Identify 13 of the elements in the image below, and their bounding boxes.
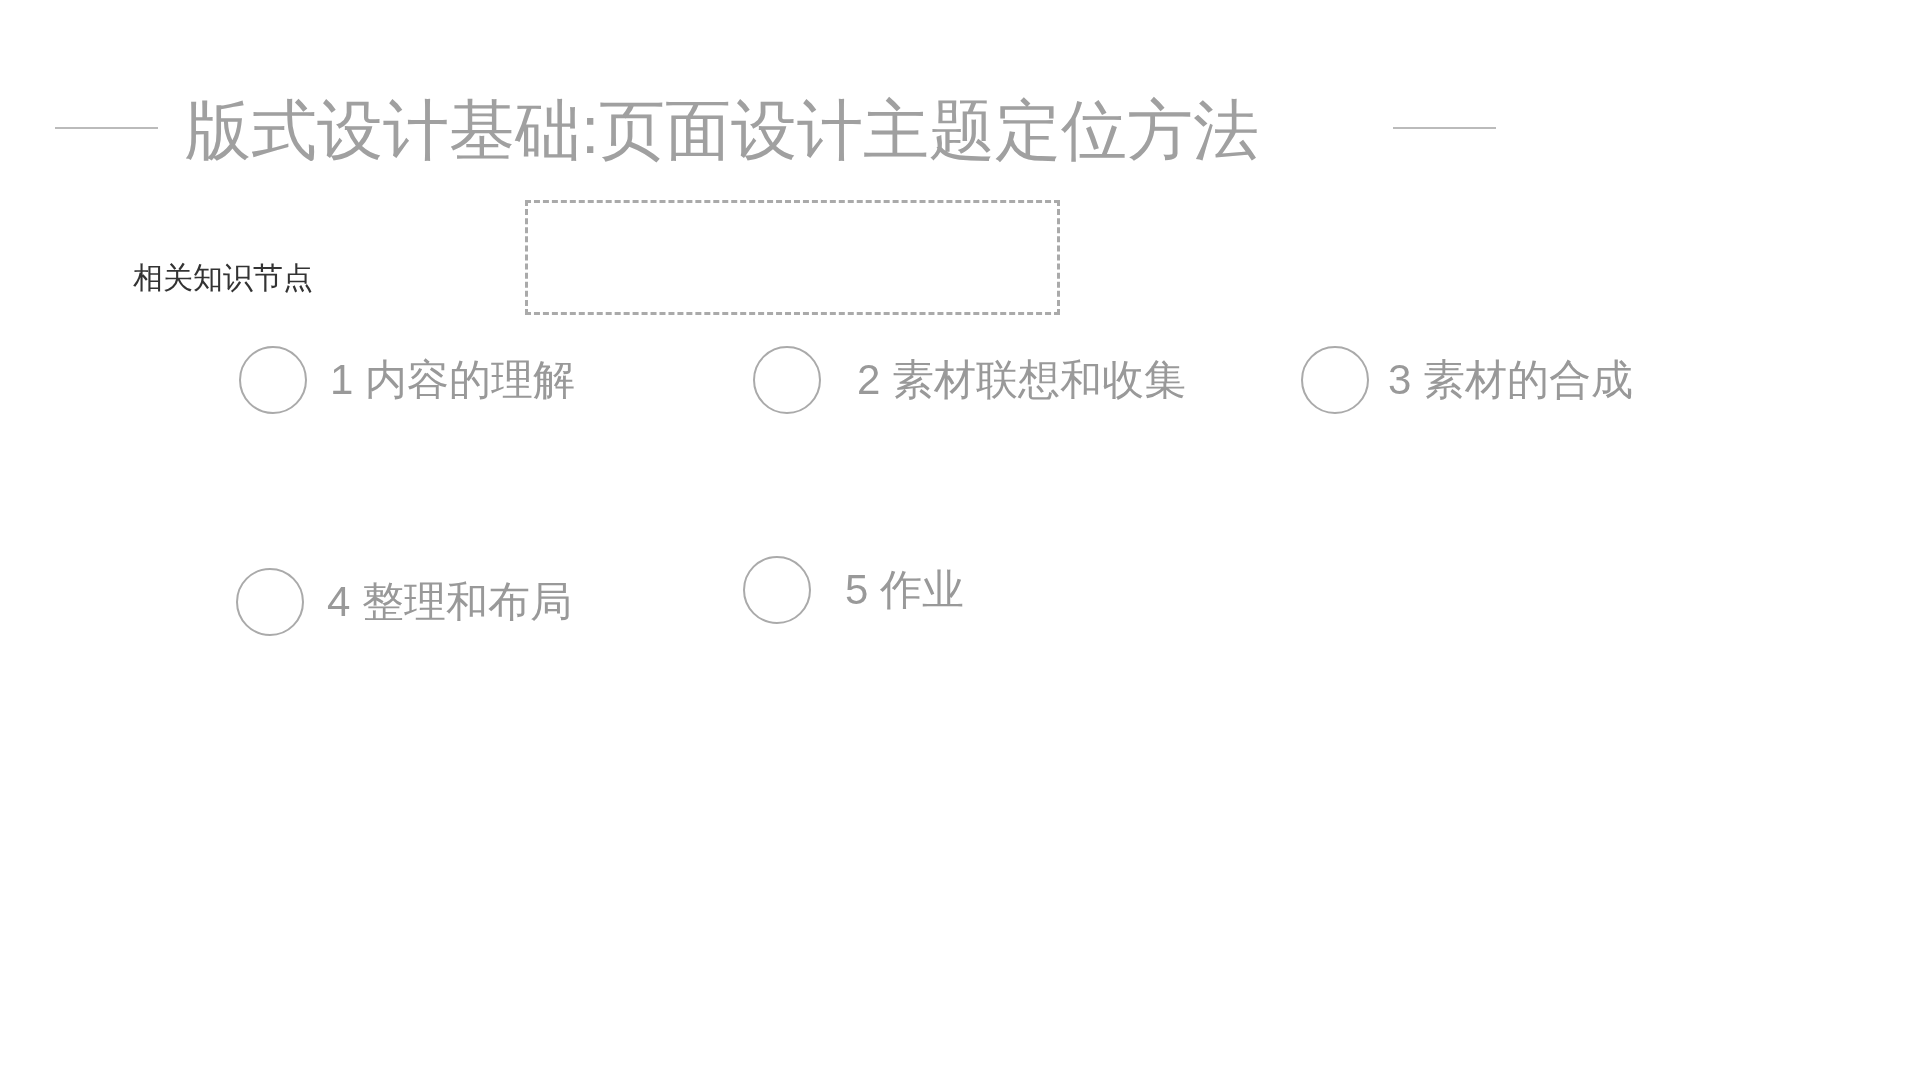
circle xyxy=(743,556,811,624)
list-item-text: 2 素材联想和收集 xyxy=(857,359,1187,401)
circle xyxy=(239,346,307,414)
circle xyxy=(1301,346,1369,414)
title: 版式设计基础:页面设计主题定位方法 xyxy=(185,97,1260,163)
section-label: 相关知识节点 xyxy=(133,263,313,293)
list-item-text: 4 整理和布局 xyxy=(327,581,573,623)
list-item-text: 5 作业 xyxy=(845,569,965,611)
list-item-text: 1 内容的理解 xyxy=(330,359,576,401)
dashed-box xyxy=(525,200,1060,315)
circle xyxy=(236,568,304,636)
circle xyxy=(753,346,821,414)
list-item-text: 3 素材的合成 xyxy=(1388,359,1634,401)
